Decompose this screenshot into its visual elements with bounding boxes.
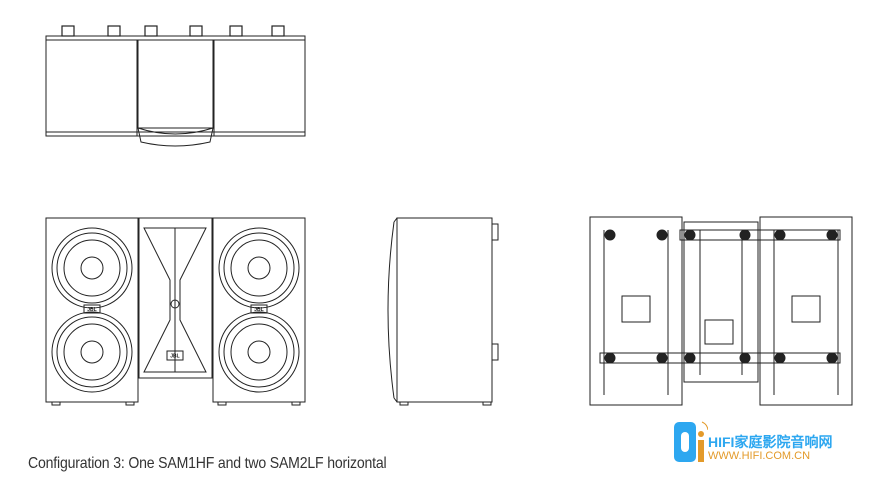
hifi-logo-icon	[674, 421, 709, 462]
figure-caption: Configuration 3: One SAM1HF and two SAM2…	[28, 455, 387, 472]
top-view	[45, 25, 306, 147]
front-view: JBL JBL JBL	[45, 217, 306, 406]
watermark-logo: HIFI家庭影院音响网 WWW.HIFI.COM.CN	[672, 418, 872, 464]
jbl-badge-horn: JBL	[170, 354, 179, 360]
watermark-line2: WWW.HIFI.COM.CN	[708, 450, 811, 462]
rear-view	[589, 216, 853, 406]
jbl-badge-left: JBL	[87, 307, 96, 313]
woofer-group	[51, 227, 300, 393]
jbl-badge-right: JBL	[254, 307, 263, 313]
side-view	[387, 217, 499, 406]
watermark-line1: HIFI家庭影院音响网	[708, 434, 833, 450]
